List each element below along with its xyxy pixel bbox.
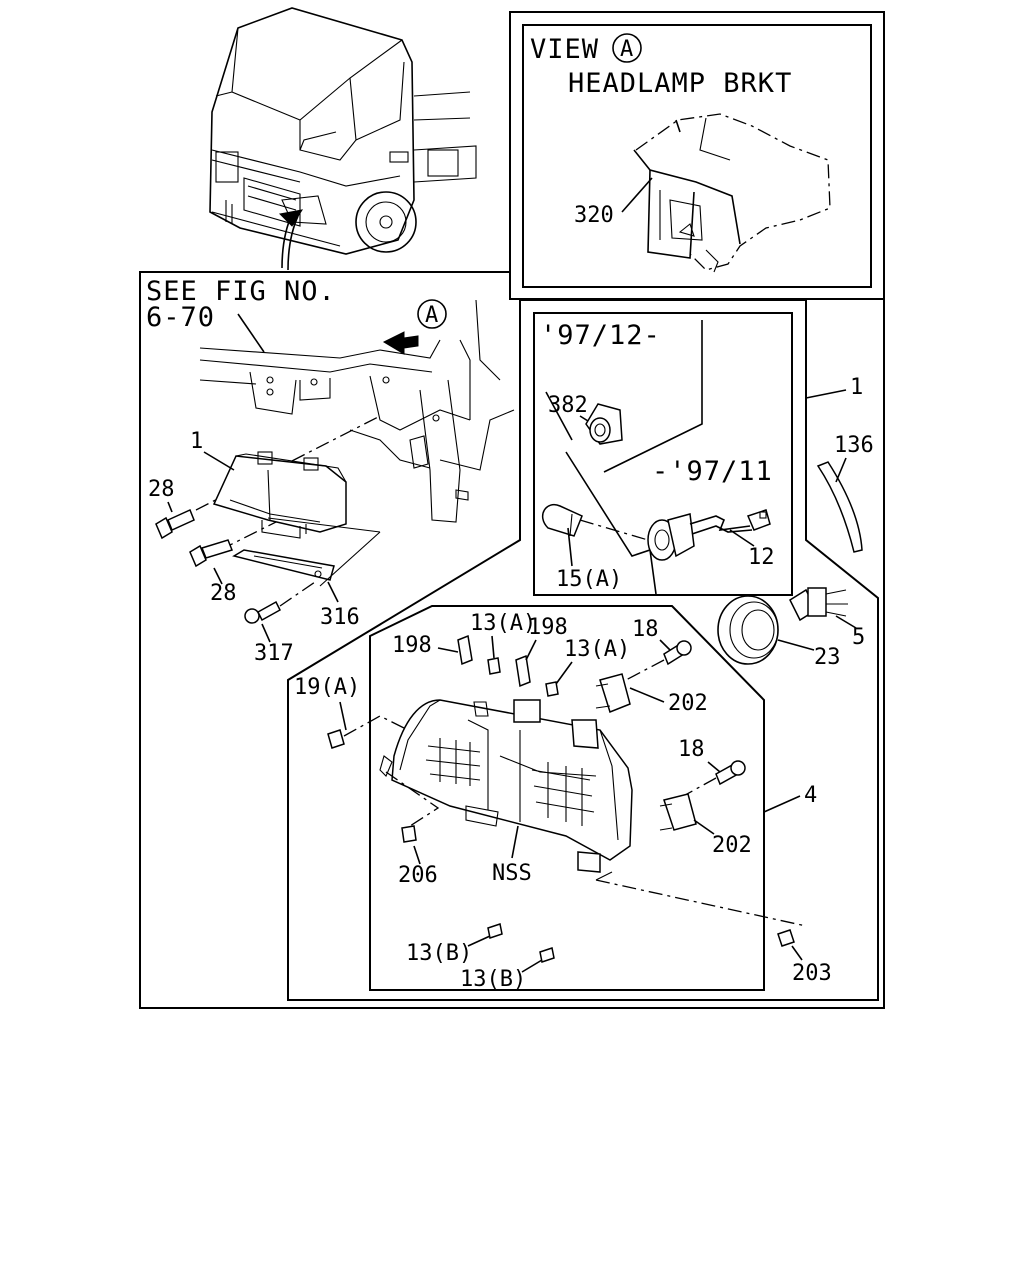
label-18-mid: 18 [678,737,705,762]
label-317: 317 [254,641,294,666]
label-1-left: 1 [190,429,203,454]
label-206: 206 [398,863,438,888]
label-136: 136 [834,433,874,458]
boot-23 [717,595,779,665]
bulb-5 [789,587,848,622]
label-28-bottom: 28 [210,581,237,606]
see-fig-line1: SEE FIG NO. [146,276,336,307]
see-fig-line2: 6-70 [146,302,215,333]
view-a-detail: VIEW A HEADLAMP BRKT 320 [509,11,885,300]
label-28-top: 28 [148,477,175,502]
label-203: 203 [792,961,832,986]
label-13a-right: 13(A) [564,637,630,662]
label-13b-upper: 13(B) [406,941,472,966]
label-15a: 15(A) [556,567,622,592]
arrow-marker: A [425,303,438,328]
date-new: '97/12- [540,320,661,351]
socket-harness-12 [647,509,771,561]
date-old: -'97/11 [652,456,773,487]
label-5: 5 [852,625,865,650]
label-198-right: 198 [528,615,568,640]
label-316: 316 [320,605,360,630]
label-23: 23 [814,645,841,670]
label-18-top: 18 [632,617,659,642]
label-320: 320 [574,203,614,228]
label-202-bottom: 202 [712,833,752,858]
label-1-right: 1 [850,375,863,400]
label-19a: 19(A) [294,675,360,700]
label-382: 382 [548,393,588,418]
bolt-28-top [155,508,195,540]
main-view: SEE FIG NO. 6-70 A [146,276,515,666]
headlamp-assembly: 4 198 13(A) 198 13(A) [294,605,832,992]
view-marker: A [620,37,633,62]
view-title-prefix: VIEW [530,34,599,65]
label-13a-left: 13(A) [470,611,536,636]
headlamp-unit [391,699,633,861]
label-nss: NSS [492,861,532,886]
main-frame [139,271,885,1009]
label-198-left: 198 [392,633,432,658]
bezel-136 [816,461,863,553]
truck-illustration [209,7,477,271]
bulb-382 [585,403,623,445]
bolt-28-bottom [189,539,233,568]
label-13b-lower: 13(B) [460,967,526,992]
bulb-15a [542,503,583,537]
headlamp-bracket-label: HEADLAMP BRKT [568,68,792,99]
screw-317 [244,600,281,624]
label-4: 4 [804,783,817,808]
label-12: 12 [748,545,775,570]
bulb-detail: '97/12- -'97/11 382 15(A) [287,299,879,1001]
label-202-top: 202 [668,691,708,716]
